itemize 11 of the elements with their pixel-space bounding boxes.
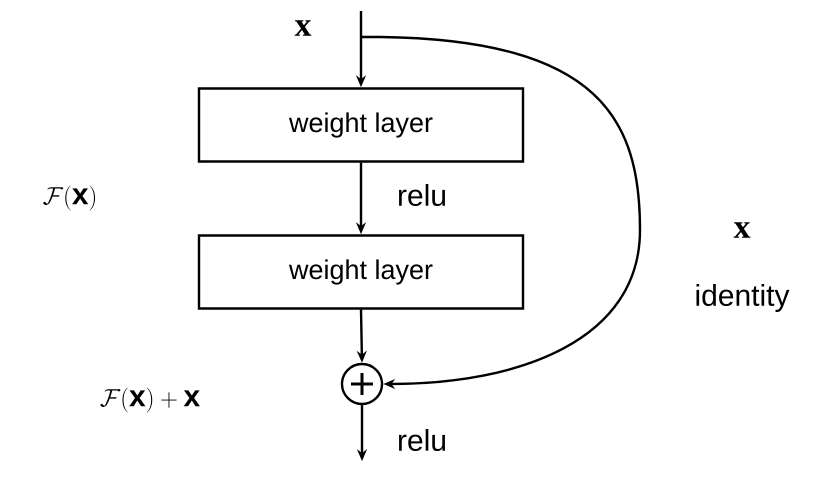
sum-symbol xyxy=(340,362,384,406)
formula-label: $\mathcal{F}(\mathbf{x})$ xyxy=(43,186,96,210)
edge-label: relu xyxy=(398,428,446,451)
edge-label: relu xyxy=(398,184,446,206)
identity-symbol: x xyxy=(734,222,750,238)
layer-box: weight layer xyxy=(198,87,524,163)
identity-label: identity xyxy=(696,284,790,312)
formula-label: $\mathcal{F}(\mathbf{x}) + \mathbf{x}$ xyxy=(100,388,200,412)
skip-arrow xyxy=(361,36,642,390)
layer-box: weight layer xyxy=(198,234,524,310)
input-label: x xyxy=(294,20,312,36)
